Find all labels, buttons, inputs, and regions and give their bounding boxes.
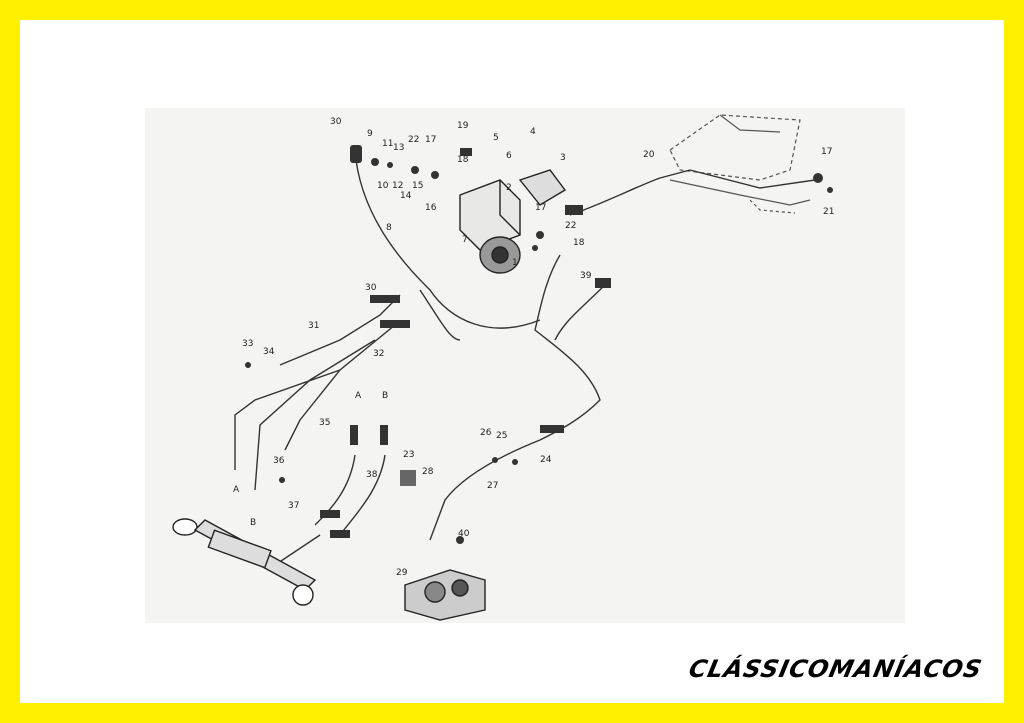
lift-cylinder [172, 518, 317, 606]
part-label-29: 31 [308, 321, 319, 331]
hydraulic-pump [404, 569, 486, 621]
part-label-48: 29 [396, 568, 408, 578]
part-label-3: 13 [393, 143, 404, 153]
part-label-37: B [250, 518, 256, 528]
part-label-34: A [355, 391, 362, 401]
part-label-44: 25 [496, 431, 507, 441]
part-label-13: 12 [392, 181, 403, 191]
part-label-15: 15 [412, 181, 423, 191]
part-label-28: 30 [365, 283, 377, 293]
part-label-24: 39 [580, 271, 592, 281]
part-label-42: 28 [422, 467, 434, 477]
part-label-10: 6 [506, 151, 512, 161]
part-label-8: 4 [530, 127, 536, 137]
part-label-32: 34 [263, 347, 275, 357]
part-label-21: 17 [535, 203, 546, 213]
part-label-26: 17 [821, 147, 832, 157]
hydraulic-parts-diagram: 3091113221719543618101214151687211722183… [145, 108, 905, 623]
part-label-9: 3 [560, 153, 566, 163]
part-label-40: 38 [366, 470, 378, 480]
part-label-36: A [233, 485, 240, 495]
fittings [245, 145, 833, 544]
part-label-43: 26 [480, 428, 492, 438]
hydraulic-lines [234, 149, 816, 566]
part-label-4: 22 [408, 135, 419, 145]
part-label-2: 11 [382, 139, 393, 149]
part-label-16: 16 [425, 203, 437, 213]
part-label-38: 36 [273, 456, 285, 466]
part-label-33: 35 [319, 418, 330, 428]
part-label-25: 20 [643, 150, 655, 160]
part-label-19: 2 [506, 183, 512, 193]
part-label-0: 30 [330, 117, 342, 127]
part-label-46: 27 [487, 481, 498, 491]
part-label-39: 37 [288, 501, 299, 511]
part-label-45: 24 [540, 455, 552, 465]
part-label-14: 14 [400, 191, 412, 201]
part-label-35: B [382, 391, 388, 401]
part-label-31: 33 [242, 339, 253, 349]
part-label-30: 32 [373, 349, 384, 359]
part-label-47: 40 [458, 529, 470, 539]
part-label-12: 10 [377, 181, 389, 191]
part-label-41: 23 [403, 450, 414, 460]
part-label-22: 22 [565, 221, 576, 231]
part-label-20: 1 [512, 258, 518, 268]
part-label-18: 7 [462, 235, 468, 245]
valve-block [459, 169, 567, 274]
part-label-23: 18 [573, 238, 585, 248]
part-label-6: 19 [457, 121, 469, 131]
tractor-frame-outline [669, 114, 811, 214]
part-label-11: 18 [457, 155, 469, 165]
part-label-7: 5 [493, 133, 499, 143]
part-label-5: 17 [425, 135, 436, 145]
brand-logo-text: CLÁSSICOMANÍACOS [686, 655, 986, 683]
part-label-1: 9 [367, 129, 373, 139]
part-label-27: 21 [823, 207, 834, 217]
part-label-17: 8 [386, 223, 392, 233]
scan-background [145, 108, 905, 623]
